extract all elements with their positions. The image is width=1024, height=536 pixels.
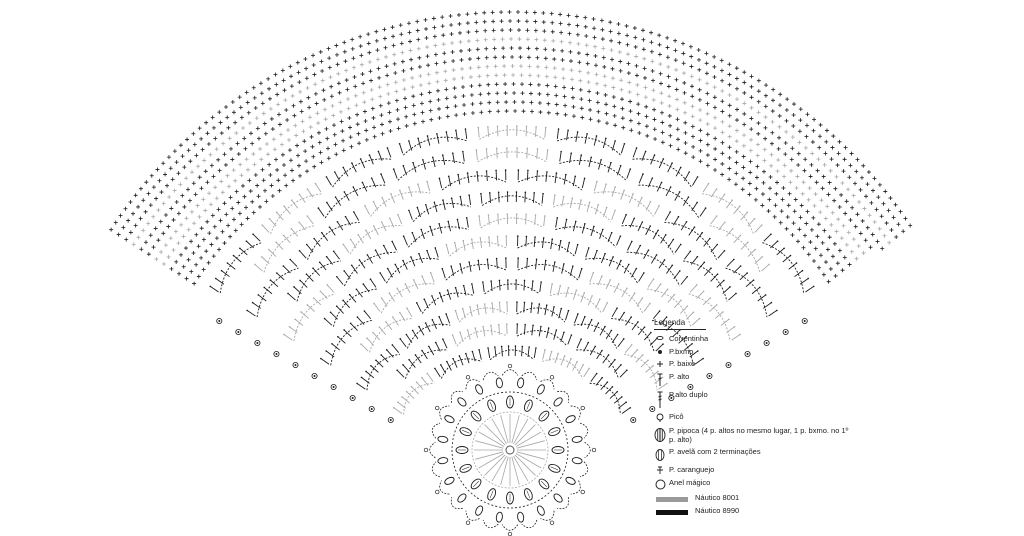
legend-item-slip: P.bxmo. (654, 346, 854, 357)
legend-label: P. alto (669, 372, 690, 382)
legend-item-magic-ring: Anel mágico (654, 479, 854, 490)
fan-section (109, 10, 913, 423)
legend-color-black: Náutico 8990 (654, 505, 854, 516)
legend-item-treble: P.alto duplo (654, 390, 854, 409)
legend-color-grey: Náutico 8001 (654, 494, 854, 503)
legend-item-single: P. baixo (654, 360, 854, 369)
legend-item-popcorn: P. pipoca (4 p. altos no mesmo lugar, 1 … (654, 426, 854, 444)
legend-label: P.alto duplo (669, 390, 708, 400)
legend-label: P. pipoca (4 p. altos no mesmo lugar, 1 … (669, 426, 849, 444)
hazelnut-stitch-icon (654, 448, 666, 462)
legend-title: Legenda (654, 318, 706, 331)
chain-stitch-icon (654, 335, 666, 341)
color-swatch-black (656, 509, 688, 515)
legend-item-crab: P. caranguejo (654, 466, 854, 475)
treble-crochet-icon (654, 391, 666, 409)
legend: Legenda Correntinha P.bxmo. P. baixo P. … (654, 318, 854, 520)
popcorn-stitch-icon (654, 427, 666, 443)
color-swatch-grey (656, 497, 688, 503)
legend-item-chain: Correntinha (654, 335, 854, 344)
legend-label: Anel mágico (669, 478, 711, 488)
legend-label: Correntinha (669, 334, 709, 344)
single-crochet-icon (654, 360, 666, 368)
legend-label: P.bxmo. (669, 346, 696, 356)
slip-stitch-icon (654, 348, 666, 356)
legend-label: P. caranguejo (669, 465, 715, 475)
legend-label: P. avelã com 2 terminações (669, 447, 761, 457)
legend-label: P. baixo (669, 359, 696, 369)
double-crochet-icon (654, 373, 666, 387)
legend-label: Picô (669, 412, 684, 422)
legend-item-picot: Picô (654, 412, 854, 423)
legend-label: Náutico 8990 (695, 505, 740, 515)
picot-icon (654, 413, 666, 423)
circular-center-motif (423, 363, 597, 536)
legend-item-hazelnut: P. avelã com 2 terminações (654, 448, 854, 462)
magic-ring-icon (654, 479, 666, 490)
legend-label: Náutico 8001 (695, 493, 740, 503)
legend-item-double: P. alto (654, 372, 854, 387)
crab-stitch-icon (654, 466, 666, 475)
